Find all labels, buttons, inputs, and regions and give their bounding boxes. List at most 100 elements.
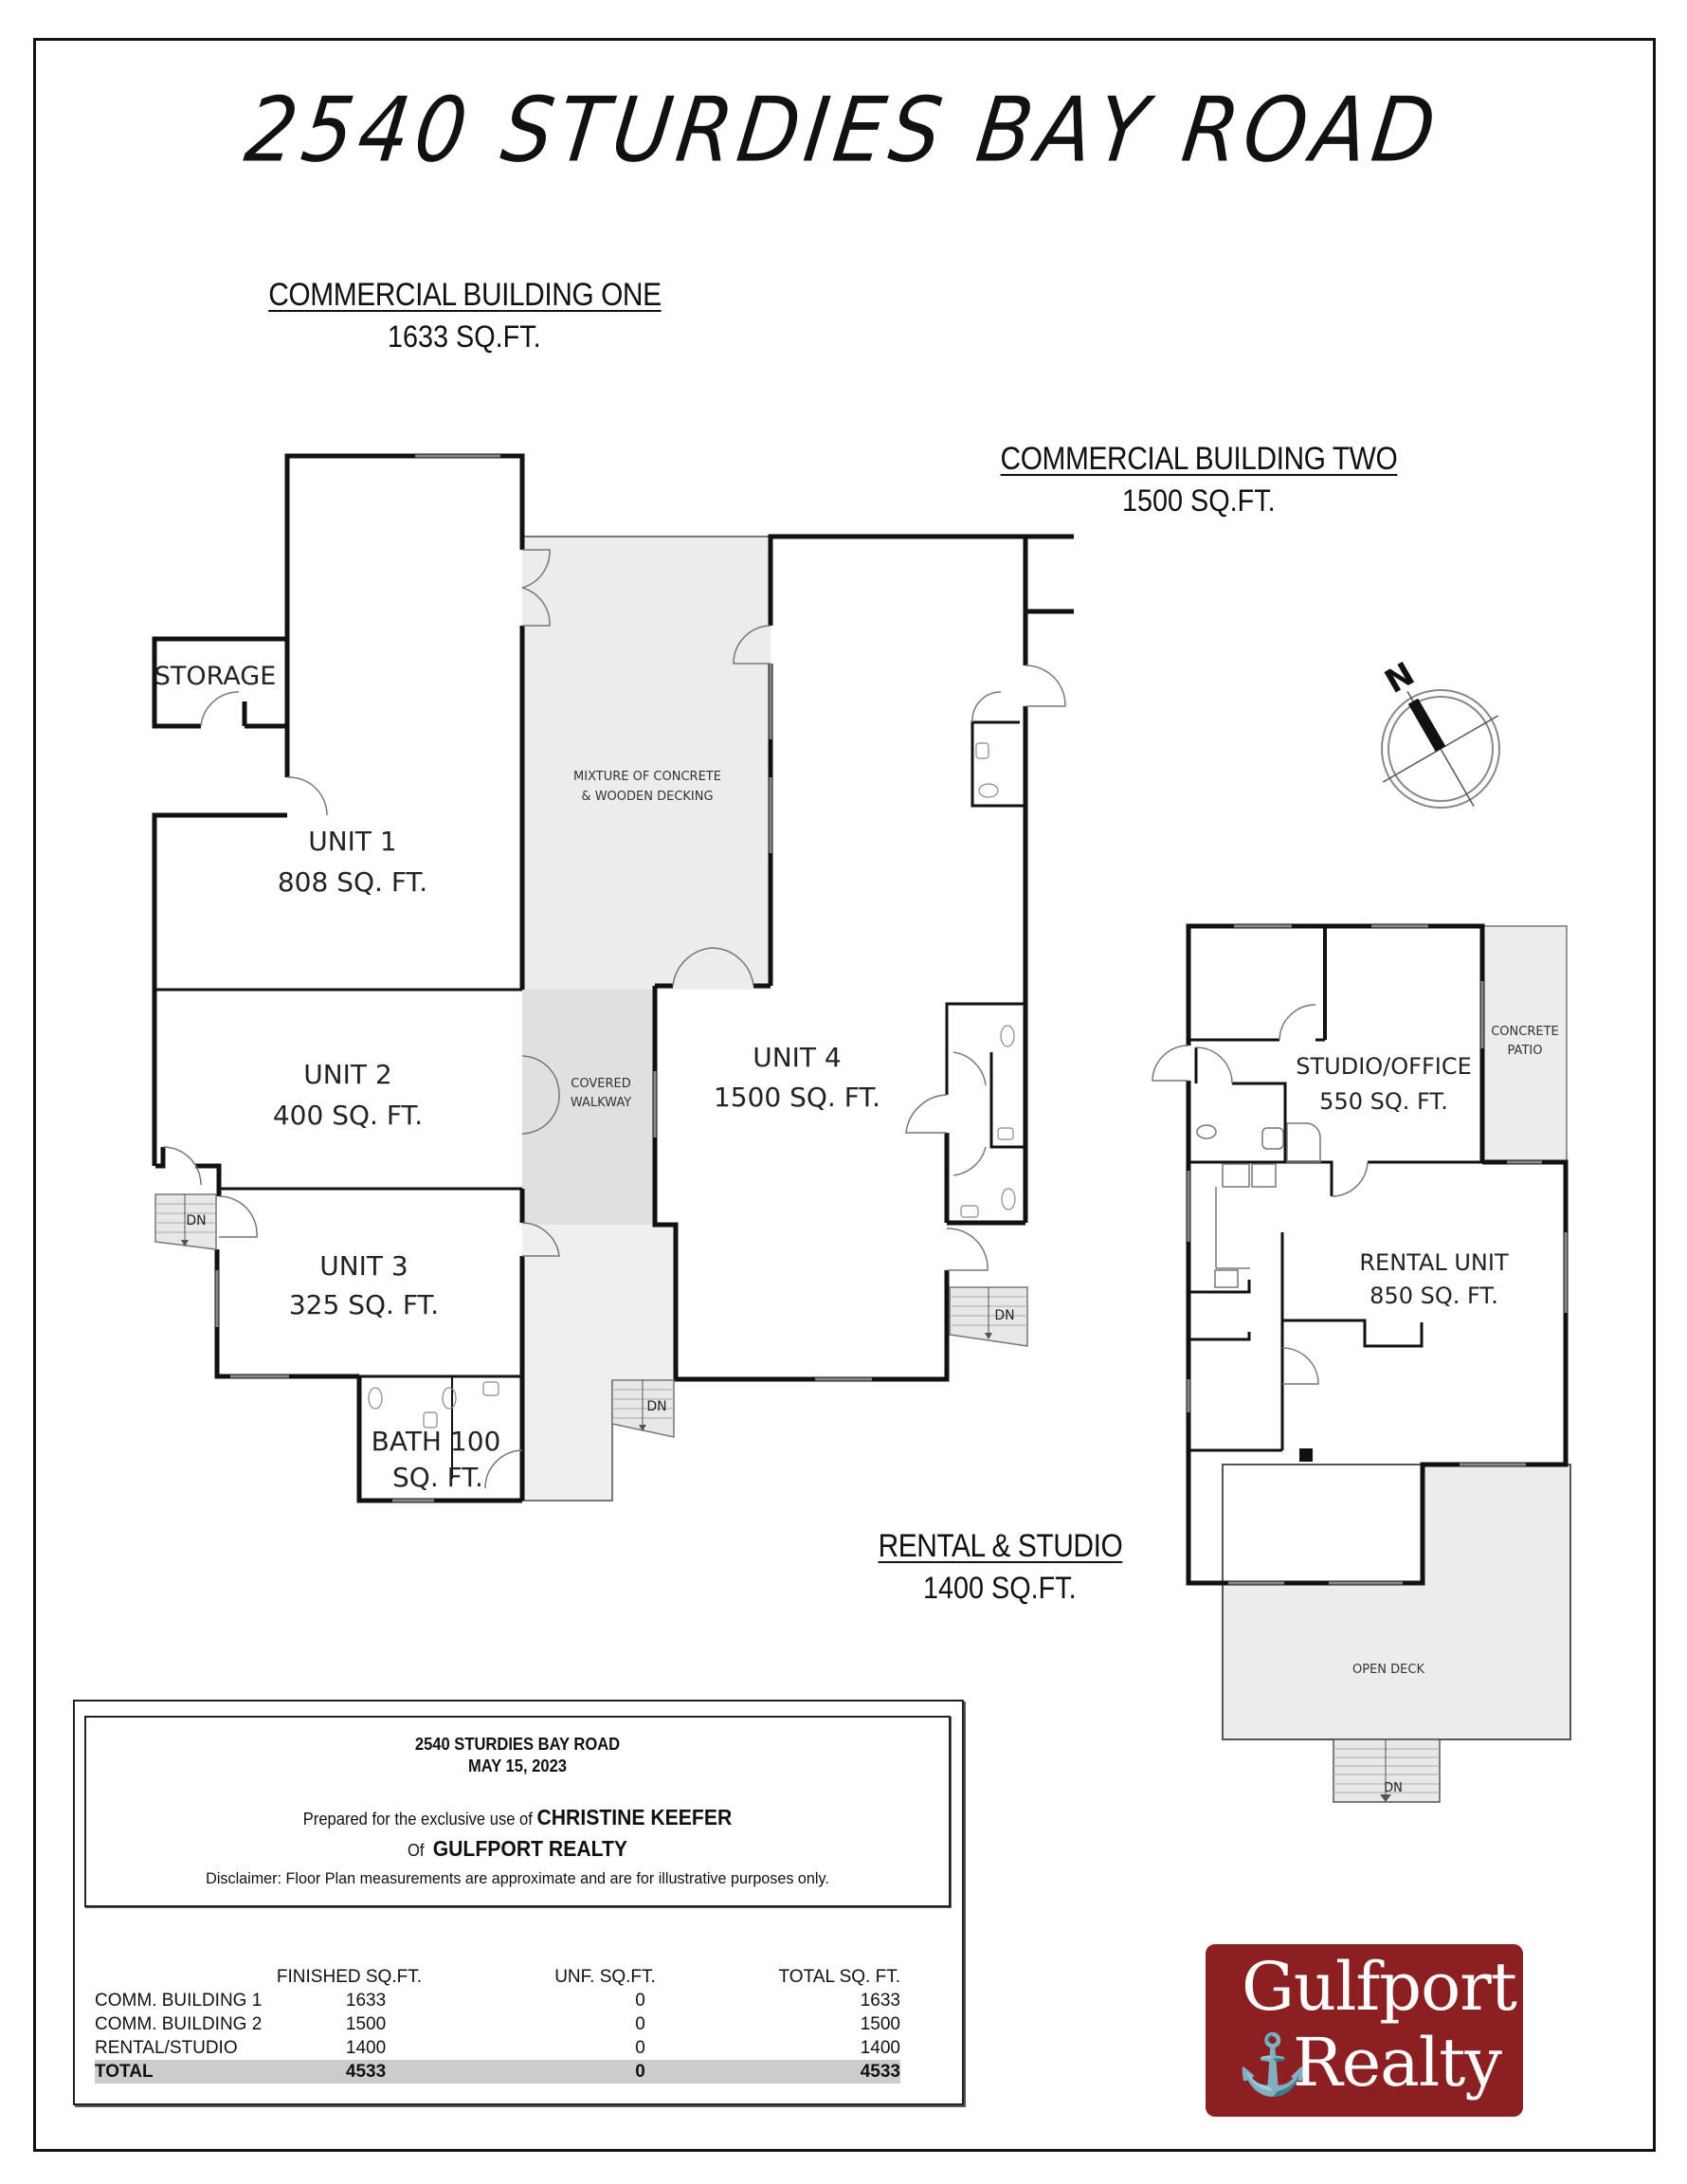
toilet-icon <box>978 783 999 798</box>
stairs-label: DN <box>994 1308 1014 1323</box>
open-deck-label: OPEN DECK <box>1352 1663 1424 1677</box>
table-header-row: FINISHED SQ.FT. UNF. SQ.FT. TOTAL SQ. FT… <box>95 1965 900 1989</box>
deck-note-line1: MIXTURE OF CONCRETE <box>573 770 721 784</box>
studio-name: STUDIO/OFFICE <box>1296 1053 1472 1080</box>
rental-studio-building: DN <box>1152 923 1571 1803</box>
row-finished: 1400 <box>345 2038 387 2058</box>
rental-studio-area: 1400 SQ.FT. <box>923 1571 1077 1605</box>
deck-area <box>522 537 771 990</box>
walkway-line1: COVERED <box>571 1077 630 1091</box>
toilet-icon <box>1000 1025 1015 1047</box>
sink-icon <box>975 742 989 759</box>
unit1-name: UNIT 1 <box>308 826 397 857</box>
rental-studio-label: RENTAL & STUDIO 1400 SQ.FT. <box>825 1528 1175 1606</box>
building-two-area: 1500 SQ.FT. <box>1122 483 1276 518</box>
of-prefix: Of <box>407 1841 425 1860</box>
unit1-area: 808 SQ. FT. <box>278 866 427 898</box>
rental-unit-name: RENTAL UNIT <box>1359 1249 1509 1276</box>
toilet-icon <box>442 1387 457 1410</box>
bath-area: SQ. FT. <box>392 1462 483 1493</box>
info-header-box: 2540 STURDIES BAY ROAD MAY 15, 2023 Prep… <box>84 1716 951 1907</box>
patio-line2: PATIO <box>1508 1044 1543 1058</box>
compass-needle <box>1407 698 1446 752</box>
rental-unit-area: 850 SQ. FT. <box>1370 1283 1498 1309</box>
stairs-deck: DN <box>1333 1738 1441 1803</box>
rental-studio-name: RENTAL & STUDIO <box>878 1528 1122 1564</box>
info-company-line: Of GULFPORT REALTY <box>120 1836 914 1862</box>
total-unfinished: 0 <box>635 2062 645 2082</box>
info-date: MAY 15, 2023 <box>467 1756 568 1775</box>
walkway-line2: WALKWAY <box>571 1096 631 1110</box>
compass-inner-ring <box>1388 696 1494 802</box>
table-row: COMM. BUILDING 1 1633 0 1633 <box>95 1989 900 2012</box>
building-two-walls <box>652 534 1074 1382</box>
unit4-name: UNIT 4 <box>753 1042 842 1073</box>
header-finished: FINISHED SQ.FT. <box>276 1967 422 1987</box>
header-label <box>95 1965 277 1989</box>
logo-line2: Realty <box>1293 2024 1502 2102</box>
gulfport-realty-logo: Gulfport ⚓ Realty <box>1206 1944 1523 2117</box>
stairs-label: DN <box>646 1399 666 1414</box>
page-frame <box>33 38 1656 2152</box>
compass: N <box>1379 655 1500 809</box>
unit4-area: 1500 SQ. FT. <box>714 1082 880 1113</box>
stairs-label: DN <box>186 1213 206 1228</box>
compass-outer-ring <box>1381 689 1500 809</box>
row-finished: 1500 <box>345 2014 387 2034</box>
stairs-label: DN <box>1384 1781 1403 1795</box>
row-label: RENTAL/STUDIO <box>95 2038 238 2058</box>
sink-icon <box>482 1381 499 1396</box>
row-total: 1500 <box>860 2014 900 2034</box>
toilet-icon <box>368 1387 383 1410</box>
prepared-prefix: Prepared for the exclusive use of <box>302 1810 533 1829</box>
unit3-name: UNIT 3 <box>319 1250 408 1282</box>
building-one-area: 1633 SQ.FT. <box>388 319 541 354</box>
company-name: GULFPORT REALTY <box>432 1836 628 1861</box>
sink-icon <box>960 1205 979 1218</box>
column-post <box>1299 1448 1313 1462</box>
storage-label: STORAGE <box>154 662 277 691</box>
studio-area: 550 SQ. FT. <box>1319 1088 1448 1115</box>
patio-line1: CONCRETE <box>1491 1025 1559 1039</box>
sink-icon <box>997 1127 1014 1140</box>
table-row: RENTAL/STUDIO 1400 0 1400 <box>95 2036 900 2060</box>
stairs-unit4: DN <box>949 1286 1028 1347</box>
stairs-unit2: DN <box>154 1193 217 1250</box>
toilet-icon <box>1196 1124 1217 1139</box>
building-two-label: COMMERCIAL BUILDING TWO 1500 SQ.FT. <box>929 441 1469 519</box>
sink-icon <box>1261 1127 1284 1150</box>
total-finished: 4533 <box>345 2062 387 2082</box>
row-total: 1400 <box>860 2038 900 2058</box>
sink-icon <box>423 1411 438 1429</box>
disclaimer: Disclaimer: Floor Plan measurements are … <box>206 1869 829 1887</box>
north-label: N <box>1379 655 1422 701</box>
toilet-icon <box>1001 1188 1016 1210</box>
total-total: 4533 <box>860 2062 900 2082</box>
row-unfinished: 0 <box>635 2038 645 2058</box>
windows <box>215 454 872 1502</box>
row-unfinished: 0 <box>635 2014 645 2034</box>
table-total-row: TOTAL 4533 0 4533 <box>95 2060 900 2084</box>
header-unfinished: UNF. SQ.FT. <box>554 1967 656 1987</box>
concrete-patio-area <box>1481 925 1568 1163</box>
outdoor-areas <box>522 536 771 1502</box>
info-prepared-line: Prepared for the exclusive use of CHRIST… <box>120 1805 914 1830</box>
stairs-walkway: DN <box>611 1379 675 1438</box>
row-unfinished: 0 <box>635 1991 645 2011</box>
header-total: TOTAL SQ. FT. <box>778 1967 900 1987</box>
row-label: COMM. BUILDING 1 <box>95 1991 263 2011</box>
client-name: CHRISTINE KEEFER <box>536 1805 733 1829</box>
info-box <box>73 1700 964 2105</box>
row-total: 1633 <box>860 1991 900 2011</box>
total-label: TOTAL <box>95 2062 154 2082</box>
unit2-area: 400 SQ. FT. <box>273 1100 423 1131</box>
info-address: 2540 STURDIES BAY ROAD <box>414 1735 621 1754</box>
covered-walkway-area <box>522 990 655 1225</box>
lower-walkway-area <box>522 1225 674 1501</box>
building-one-walls <box>152 453 525 1503</box>
row-label: COMM. BUILDING 2 <box>95 2014 263 2034</box>
doors <box>162 549 1066 1489</box>
unit2-name: UNIT 2 <box>303 1059 392 1090</box>
building-one-name: COMMERCIAL BUILDING ONE <box>267 277 662 313</box>
